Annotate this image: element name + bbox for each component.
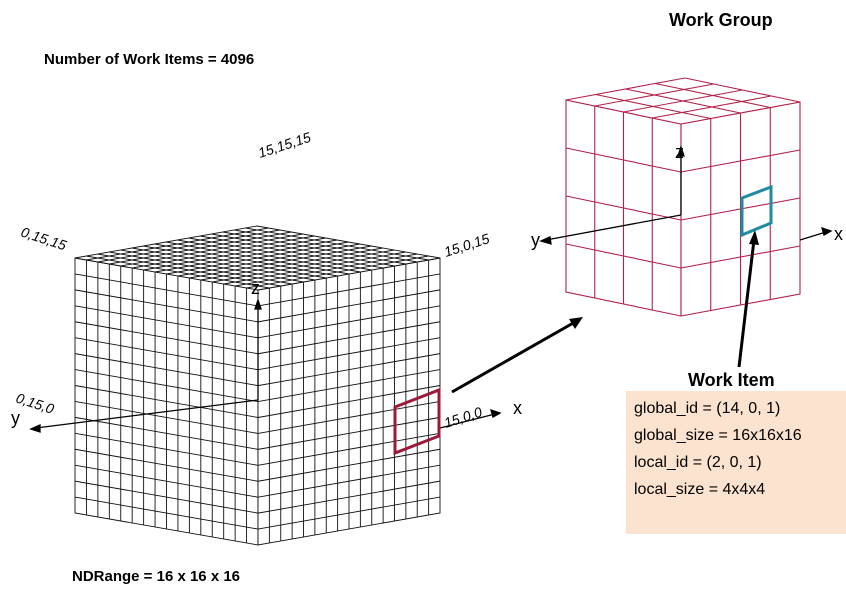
ndrange-cube — [74, 225, 441, 546]
big-cube-left-face-gridline — [74, 416, 259, 450]
big-cube-right-face-gridline — [257, 496, 441, 530]
big-cube-right-face-gridline — [257, 385, 441, 418]
work-item-highlight-ndrange — [393, 387, 441, 456]
big-cube-top-face-gridline — [200, 235, 384, 269]
big-cube-right-face — [257, 257, 441, 546]
work-items-count-label: Number of Work Items = 4096 — [44, 51, 254, 68]
big-cube-left-face-gridline — [74, 400, 259, 434]
ndrange-axes — [29, 297, 502, 433]
big-cube-top-face-gridline — [234, 229, 418, 263]
big-cube-top-face-gridline — [154, 239, 338, 273]
small-cube-top-face-gridline — [625, 88, 741, 114]
big-cube-top-face-gridline — [86, 227, 269, 261]
big-cube-right-face-gridline — [257, 480, 441, 514]
corner-label-right: 15,0,15 — [442, 230, 492, 260]
big-cube-top-face-gridline — [165, 241, 350, 275]
axis-label-y-group: y — [531, 230, 540, 250]
axis-label-x-ndrange: x — [513, 398, 522, 418]
small-cube-right-face-gridline — [680, 245, 801, 269]
local-id-text: local_id = (2, 0, 1) — [634, 454, 762, 471]
big-cube-left-face-gridline — [74, 464, 259, 498]
big-cube-top-face-gridline — [245, 227, 429, 261]
big-cube-left-face-gridline — [74, 432, 259, 466]
ndrange-label: NDRange = 16 x 16 x 16 — [72, 568, 240, 585]
big-cube-top-face-gridline — [222, 231, 406, 265]
small-cube-left-face-gridline — [565, 243, 682, 269]
small-cube-top-face-gridline — [655, 82, 771, 109]
big-cube-left-face-gridline — [74, 480, 259, 514]
small-cube-left-face-gridline — [565, 195, 682, 221]
big-cube-top-face-gridline — [109, 231, 292, 265]
big-cube-left-face — [74, 257, 259, 546]
work-group-title: Work Group — [669, 10, 773, 30]
big-cube-left-face-gridline — [74, 385, 259, 418]
zoom-arrow — [451, 317, 583, 394]
corner-label-bottom-left: 0,15,0 — [14, 390, 56, 417]
work-group-cube — [565, 77, 801, 317]
big-cube-right-face-gridline — [257, 448, 441, 482]
big-cube-top-face-gridline — [143, 237, 326, 271]
work-item-highlight-group — [740, 184, 773, 238]
big-cube-right-face-gridline — [257, 432, 441, 466]
small-cube-left-face — [565, 99, 682, 317]
big-cube-top-face-gridline — [211, 233, 395, 267]
axis-label-x-group: x — [834, 224, 843, 244]
big-cube-top-face — [74, 225, 441, 291]
big-cube-right-face-gridline — [257, 464, 441, 498]
work-item-info-box: global_id = (14, 0, 1) global_size = 16x… — [626, 391, 846, 534]
big-cube-top-face-gridline — [177, 239, 361, 273]
big-cube-left-face-gridline — [74, 448, 259, 482]
work-item-pointer-arrow — [737, 230, 759, 368]
axis-label-y-ndrange: y — [11, 408, 20, 428]
big-cube-right-face-gridline — [257, 416, 441, 450]
local-size-text: local_size = 4x4x4 — [634, 481, 766, 498]
axis-label-z-group: z — [675, 142, 684, 162]
small-cube-top-face-gridline — [594, 83, 714, 107]
corner-label-bottom-right: 15,0,0 — [442, 404, 484, 431]
big-cube-top-face-gridline — [120, 233, 303, 267]
corner-label-left: 0,15,15 — [19, 224, 69, 254]
global-size-text: global_size = 16x16x16 — [634, 427, 802, 444]
corner-label-top: 15,15,15 — [256, 129, 313, 161]
big-cube-top-face-gridline — [188, 237, 372, 271]
axis-label-z-ndrange: z — [251, 278, 260, 298]
small-cube-top-face — [565, 77, 801, 125]
big-cube-top-face-gridline — [97, 229, 280, 263]
global-id-text: global_id = (14, 0, 1) — [634, 400, 781, 417]
big-cube-right-face-gridline — [257, 400, 441, 434]
work-item-title: Work Item — [688, 370, 775, 390]
big-cube-top-face-gridline — [132, 235, 315, 269]
work-group-axes — [539, 144, 833, 245]
big-cube-left-face-gridline — [74, 496, 259, 530]
